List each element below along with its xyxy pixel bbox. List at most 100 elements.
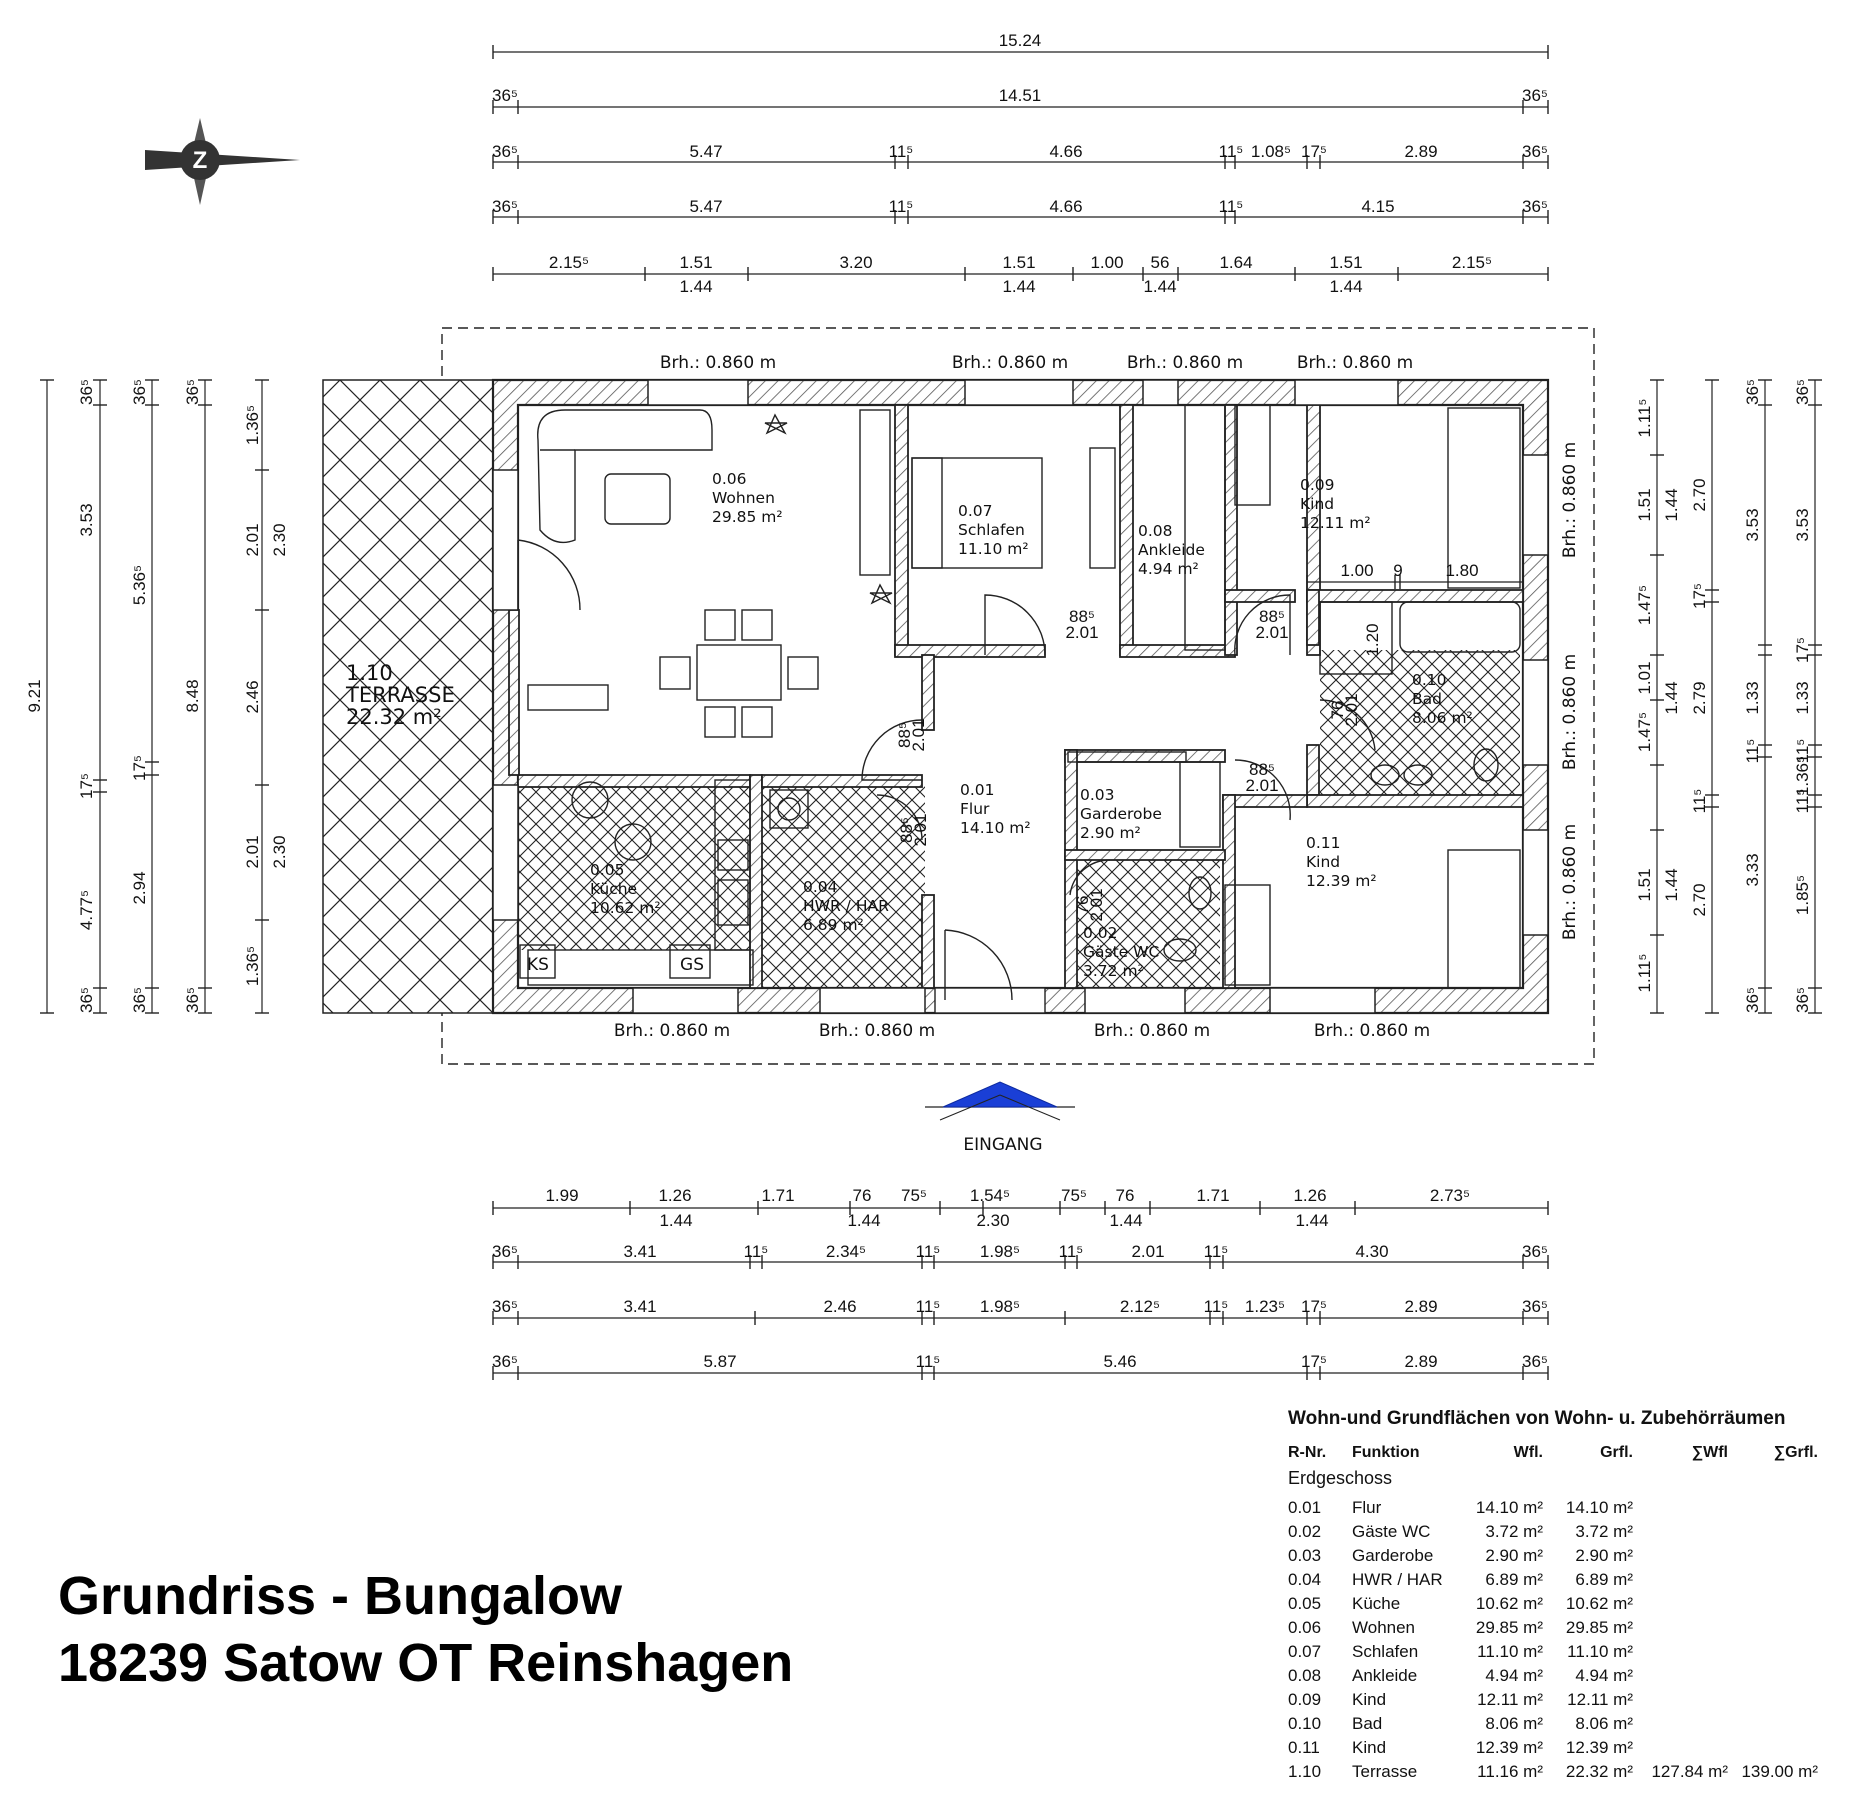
- room-id: 0.05: [590, 861, 625, 879]
- dimension-text: 2.79: [1690, 681, 1709, 714]
- room-area: 3.72 m²: [1083, 962, 1144, 980]
- dimension-text: 5.36⁵: [130, 565, 149, 605]
- dimension-text: 75⁵: [901, 1186, 927, 1205]
- dimension-text: 1.01: [1635, 661, 1654, 694]
- dimension-text: 76: [853, 1186, 872, 1205]
- dimension-text: 36⁵: [1522, 86, 1548, 105]
- dimension-text: 36⁵: [1522, 197, 1548, 216]
- door-swings: [517, 539, 1376, 1001]
- dimension-text: 3.20: [839, 253, 872, 272]
- door-height-label: 2.01: [911, 813, 930, 846]
- row-funktion: Küche: [1352, 1594, 1401, 1613]
- dimension-text: 11⁵: [1690, 789, 1709, 814]
- room-name: Gäste WC: [1083, 943, 1159, 961]
- row-sum-wfl: 127.84 m²: [1651, 1762, 1728, 1781]
- dimension-text: 36⁵: [1793, 379, 1812, 405]
- dimension-text: 36⁵: [492, 1297, 518, 1316]
- dimension-text: 2.15⁵: [549, 253, 589, 272]
- dimension-text: 36⁵: [1522, 1352, 1548, 1371]
- dimension-text: 36⁵: [130, 987, 149, 1013]
- plan-title-line1: Grundriss - Bungalow: [58, 1566, 623, 1626]
- dimension-text: 2.46: [243, 680, 262, 713]
- door-height-label: 2.01: [1342, 693, 1361, 726]
- dimension-text: 36⁵: [77, 987, 96, 1013]
- header-sum-wfl: ∑Wfl: [1691, 1444, 1728, 1461]
- room-id: 0.08: [1138, 522, 1173, 540]
- room-name: Schlafen: [958, 521, 1025, 539]
- row-rnr: 0.06: [1288, 1618, 1322, 1637]
- row-grfl: 12.11 m²: [1567, 1690, 1633, 1709]
- row-grfl: 12.39 m²: [1565, 1738, 1633, 1757]
- dimension-text: 11⁵: [1793, 789, 1812, 814]
- dimension-text: 36⁵: [492, 1352, 518, 1371]
- row-wfl: 11.10 m²: [1477, 1642, 1543, 1661]
- room-area: 8.06 m²: [1412, 709, 1473, 727]
- room-id: 0.11: [1306, 834, 1341, 852]
- dimension-text: 11⁵: [1219, 197, 1244, 216]
- dimension-text: 4.30: [1355, 1242, 1388, 1261]
- row-rnr: 0.05: [1288, 1594, 1322, 1613]
- row-grfl: 22.32 m²: [1565, 1762, 1633, 1781]
- dimension-text: 4.66: [1049, 142, 1082, 161]
- dimension-text: 2.34⁵: [826, 1242, 866, 1261]
- dimension-text: 1.08⁵: [1251, 142, 1291, 161]
- dimension-text: 1.36⁵: [243, 946, 262, 986]
- dimension-text: 2.89: [1404, 142, 1437, 161]
- room-name: Flur: [960, 800, 990, 818]
- room-area: 22.32 m²: [346, 705, 442, 729]
- room-id: 0.04: [803, 878, 838, 896]
- entrance-label: EINGANG: [963, 1135, 1042, 1155]
- dimension-text: 1.26: [658, 1186, 691, 1205]
- dimension-text: 2.30: [270, 835, 289, 868]
- door-width-label: 76: [1328, 701, 1347, 720]
- dimension-text: 2.01: [243, 835, 262, 868]
- row-wfl: 11.16 m²: [1477, 1762, 1543, 1781]
- room-id: 0.02: [1083, 924, 1118, 942]
- dimension-text: 36⁵: [1522, 1242, 1548, 1261]
- dimension-text: 2.15⁵: [1452, 253, 1492, 272]
- row-wfl: 3.72 m²: [1485, 1522, 1543, 1541]
- dimension-text: 1.23⁵: [1245, 1297, 1285, 1316]
- window-height-label: Brh.: 0.860 m: [1560, 442, 1580, 558]
- row-grfl: 14.10 m²: [1565, 1498, 1633, 1517]
- dimension-text: 8.48: [183, 679, 202, 712]
- window-height-label: Brh.: 0.860 m: [614, 1021, 730, 1041]
- dimension-text: 36⁵: [1793, 987, 1812, 1013]
- dimension-text: 11⁵: [1059, 1242, 1084, 1261]
- row-sum-grfl: 139.00 m²: [1741, 1762, 1818, 1781]
- dimension-text: 11⁵: [889, 142, 914, 161]
- room-id: 0.01: [960, 781, 995, 799]
- room-area: 2.90 m²: [1080, 824, 1141, 842]
- dimension-text: 2.30: [270, 523, 289, 556]
- row-funktion: Gäste WC: [1352, 1522, 1431, 1541]
- room-name: Kind: [1300, 495, 1334, 513]
- windows-top: [647, 379, 1399, 406]
- door-height-label: 2.01: [1255, 623, 1288, 642]
- dimension-text: 3.53: [77, 503, 96, 536]
- row-wfl: 6.89 m²: [1485, 1570, 1543, 1589]
- dimension-text: 1.64: [1219, 253, 1252, 272]
- dimension-text: 36⁵: [130, 379, 149, 405]
- dimension-text: 36⁵: [183, 987, 202, 1013]
- dimension-text: 76: [1116, 1186, 1135, 1205]
- row-rnr: 0.07: [1288, 1642, 1322, 1661]
- room-area: 4.94 m²: [1138, 560, 1199, 578]
- room-id: 0.03: [1080, 786, 1115, 804]
- door-width-label: 88⁵: [1259, 607, 1285, 626]
- dimension-text: 11⁵: [1204, 1242, 1229, 1261]
- dimension-text: 1.44: [1662, 868, 1681, 901]
- door-width-label: 88⁵: [897, 817, 916, 843]
